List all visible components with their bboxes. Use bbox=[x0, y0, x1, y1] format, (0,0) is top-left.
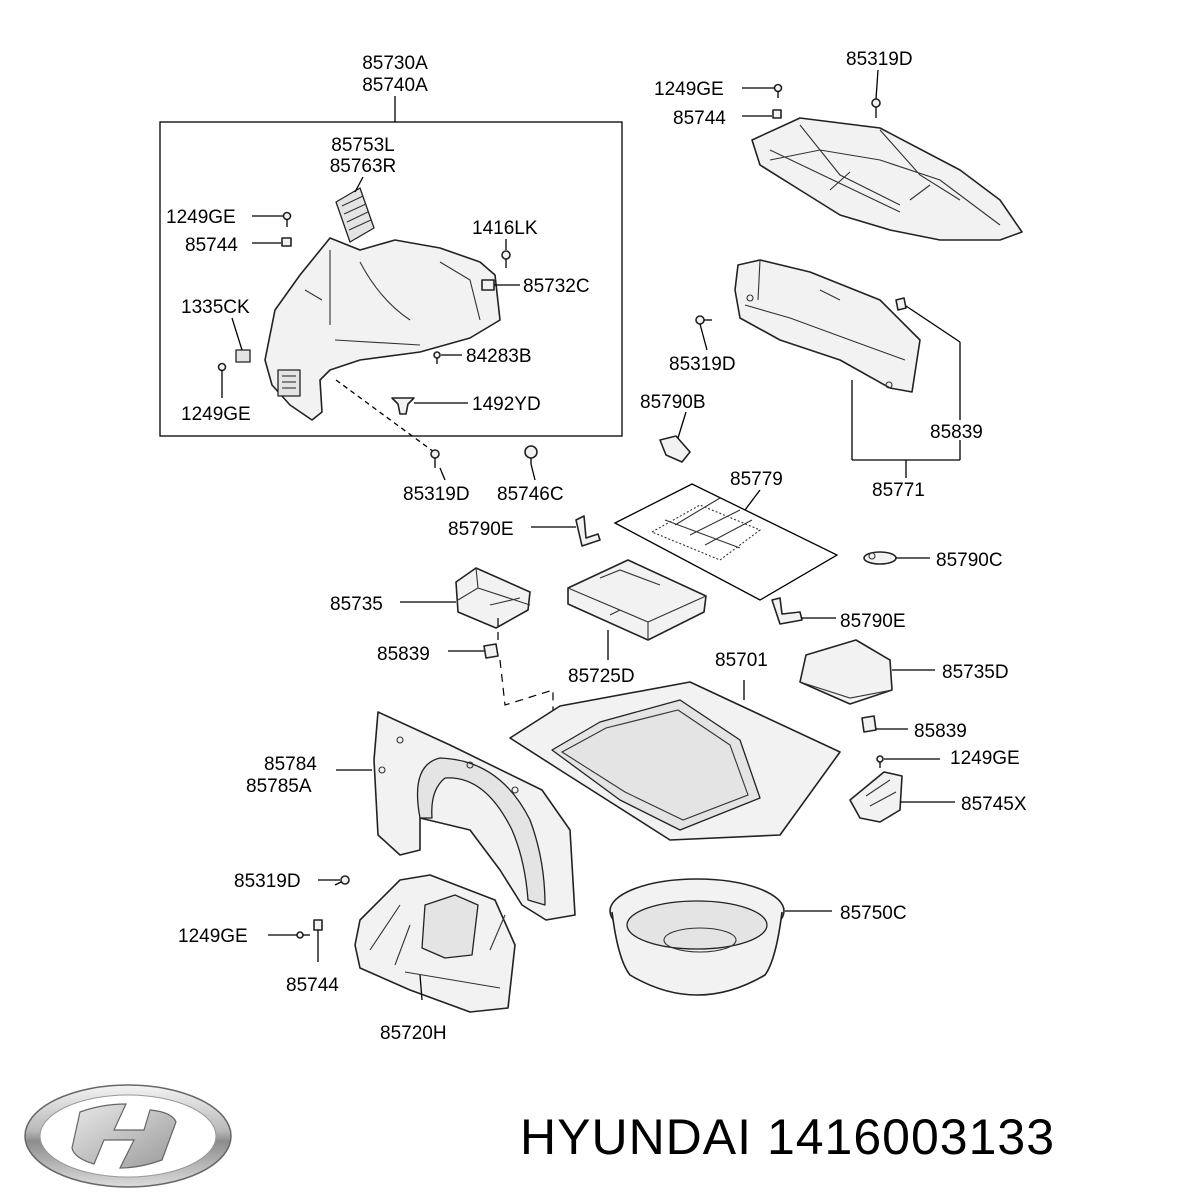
label-85701: 85701 bbox=[715, 650, 768, 671]
label-85720H: 85720H bbox=[380, 1023, 447, 1044]
part-number: 1416003133 bbox=[766, 1109, 1056, 1165]
screw-1249GE-b bbox=[217, 362, 227, 378]
footer-brand-partnumber: HYUNDAI 1416003133 bbox=[520, 1108, 1055, 1166]
label-85771: 85771 bbox=[872, 480, 925, 501]
label-85839-a: 85839 bbox=[930, 422, 983, 443]
clip-85746C bbox=[524, 445, 538, 464]
label-85790E-a: 85790E bbox=[448, 519, 514, 540]
screw-1249GE-d bbox=[876, 755, 884, 768]
hook-85790E-a bbox=[575, 515, 601, 547]
label-1249GE-b: 1249GE bbox=[181, 404, 251, 425]
storage-box-85735-part bbox=[455, 567, 531, 629]
hook-85790C bbox=[863, 551, 897, 565]
rear-transverse-trim-part bbox=[734, 259, 921, 393]
label-85790C: 85790C bbox=[936, 550, 1003, 571]
label-85790E-b: 85790E bbox=[840, 611, 906, 632]
label-1492YD: 1492YD bbox=[472, 394, 541, 415]
hook-85790E-b bbox=[771, 597, 803, 625]
clip-85732C bbox=[481, 279, 495, 291]
label-1416LK: 1416LK bbox=[472, 218, 538, 239]
label-1249GE-e: 1249GE bbox=[178, 926, 248, 947]
screw-85319D-c bbox=[334, 875, 350, 886]
label-85730A: 85730A bbox=[362, 53, 428, 74]
assembly-group-box bbox=[159, 121, 623, 437]
label-84283B: 84283B bbox=[466, 346, 532, 367]
bolt-1416LK bbox=[501, 250, 511, 268]
clip-1335CK bbox=[235, 349, 251, 363]
screw-84283B bbox=[433, 351, 441, 364]
label-85839-b: 85839 bbox=[377, 644, 430, 665]
label-85740A: 85740A bbox=[362, 75, 428, 96]
label-85732C: 85732C bbox=[523, 276, 590, 297]
label-85319D-top: 85319D bbox=[846, 49, 913, 70]
clip-85839-a bbox=[895, 297, 907, 311]
spare-tire-well-part bbox=[609, 878, 785, 996]
trunk-side-trim-part bbox=[264, 237, 501, 421]
screw-85319D-a bbox=[430, 449, 440, 468]
label-1335CK: 1335CK bbox=[181, 297, 250, 318]
clip-85839-c bbox=[861, 715, 877, 733]
label-1249GE-c: 1249GE bbox=[654, 79, 724, 100]
hyundai-logo-icon bbox=[24, 1084, 232, 1188]
rear-panel-trim-part bbox=[354, 874, 516, 1013]
label-85744-b: 85744 bbox=[673, 108, 726, 129]
storage-box-85735D-part bbox=[799, 639, 893, 705]
label-85319D-c: 85319D bbox=[234, 871, 301, 892]
screw-85319D-top bbox=[871, 98, 881, 118]
plug-1492YD bbox=[391, 397, 415, 415]
label-1249GE-d: 1249GE bbox=[950, 748, 1020, 769]
label-1249GE-a: 1249GE bbox=[166, 207, 236, 228]
trunk-floor-covering-part bbox=[509, 681, 841, 841]
label-85753L: 85753L bbox=[331, 135, 394, 156]
latch-cover-85745X-part bbox=[849, 771, 903, 823]
clip-85744-c bbox=[313, 919, 323, 931]
screw-1249GE-e bbox=[296, 931, 310, 939]
clip-85839-b bbox=[483, 643, 499, 659]
label-85744-c: 85744 bbox=[286, 975, 339, 996]
label-85779: 85779 bbox=[730, 469, 783, 490]
clip-85744-b bbox=[772, 109, 782, 119]
label-85725D: 85725D bbox=[568, 666, 635, 687]
label-85785A: 85785A bbox=[246, 776, 312, 797]
label-85735D: 85735D bbox=[942, 662, 1009, 683]
label-85839-c: 85839 bbox=[914, 721, 967, 742]
vent-grille-part bbox=[335, 187, 375, 243]
label-85746C: 85746C bbox=[497, 484, 564, 505]
screw-1249GE-a bbox=[282, 211, 292, 227]
label-85319D-b: 85319D bbox=[669, 354, 736, 375]
label-85763R: 85763R bbox=[330, 156, 397, 177]
label-85750C: 85750C bbox=[840, 903, 907, 924]
label-85735: 85735 bbox=[330, 594, 383, 615]
screw-85319D-b bbox=[695, 315, 712, 325]
label-85744-a: 85744 bbox=[185, 235, 238, 256]
wheelhouse-trim-part bbox=[373, 711, 576, 921]
tray-box-85725D-part bbox=[567, 559, 707, 641]
hook-85790B bbox=[659, 435, 691, 463]
screw-1249GE-c bbox=[773, 83, 783, 98]
brand-name: HYUNDAI bbox=[520, 1109, 753, 1165]
label-85790B: 85790B bbox=[640, 392, 706, 413]
cargo-net-part bbox=[613, 483, 839, 601]
label-85784: 85784 bbox=[264, 754, 317, 775]
label-85745X: 85745X bbox=[961, 794, 1027, 815]
package-tray-part bbox=[751, 117, 1023, 241]
label-85319D-a: 85319D bbox=[403, 484, 470, 505]
clip-85744-a bbox=[281, 237, 292, 247]
